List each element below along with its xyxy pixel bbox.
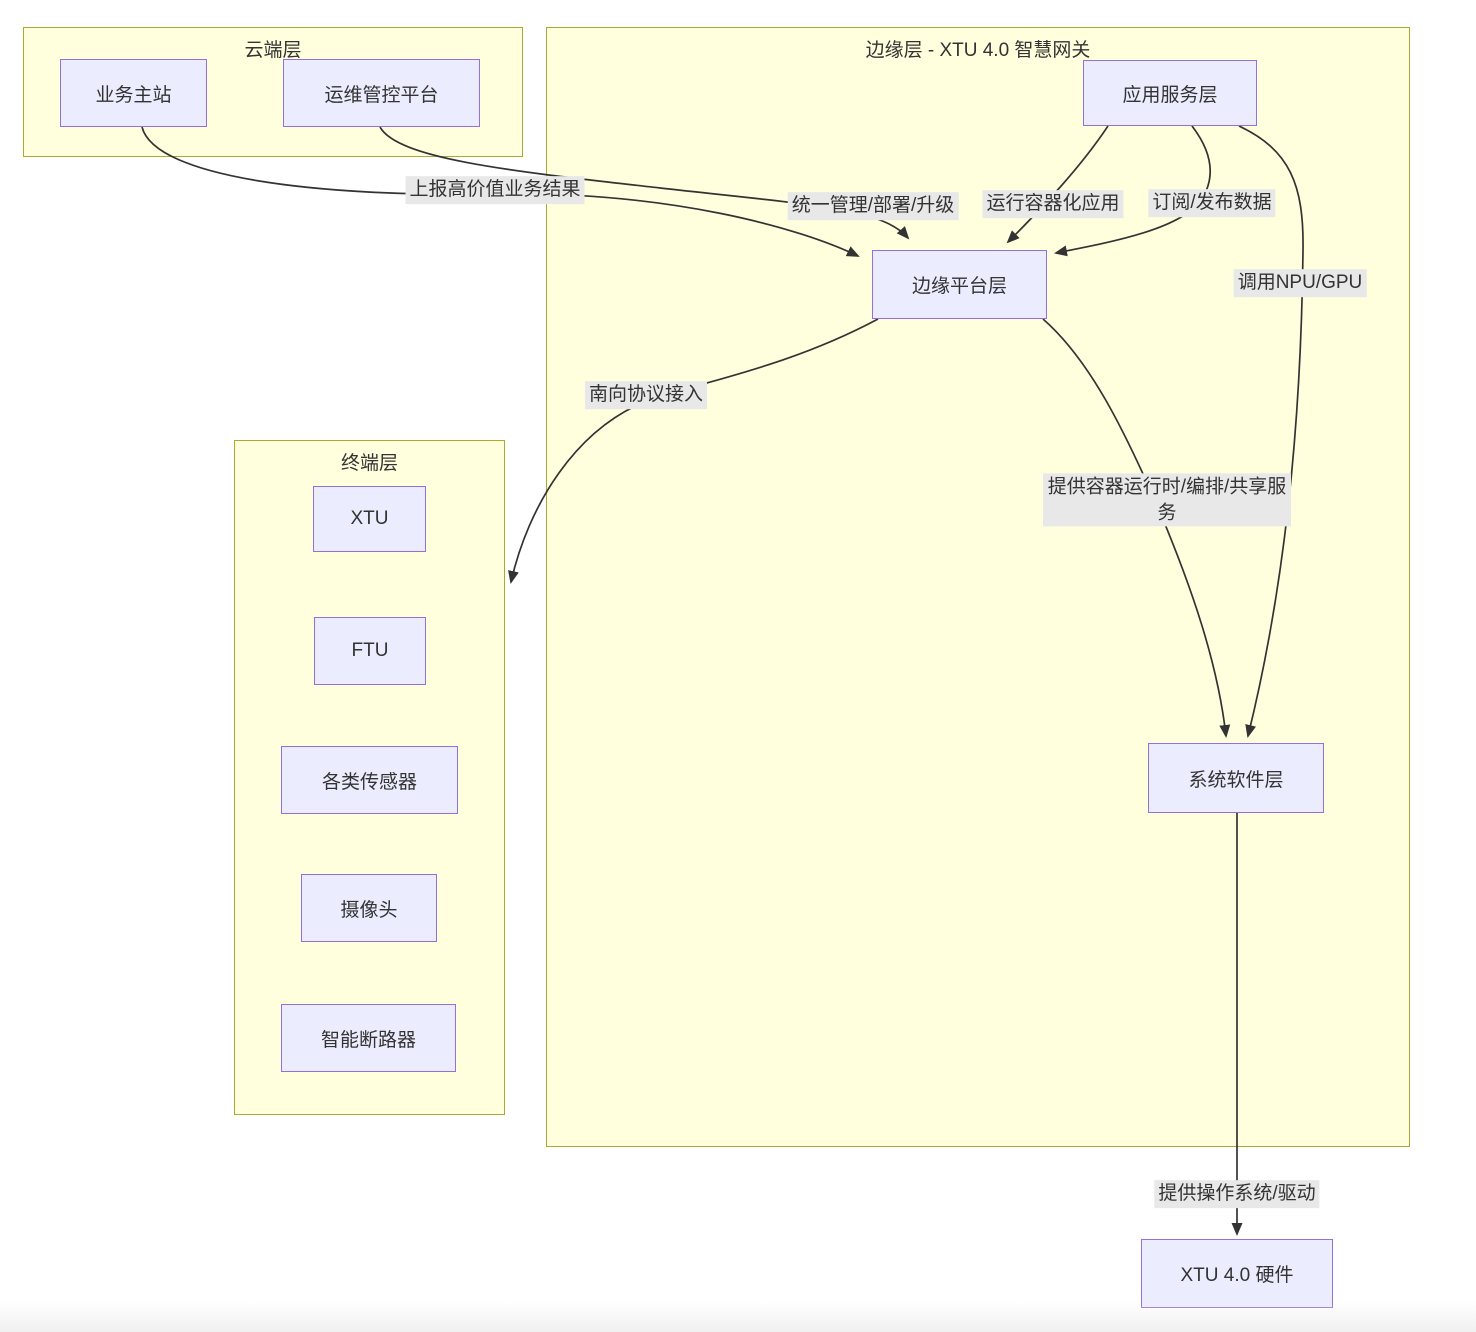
edge-label-os-drivers: 提供操作系统/驱动: [1154, 1180, 1320, 1208]
node-app-service: 应用服务层: [1083, 60, 1257, 126]
node-system-software: 系统软件层: [1148, 743, 1324, 813]
node-xtu-label: XTU: [350, 508, 389, 529]
node-camera: 摄像头: [301, 874, 437, 942]
node-smart-breaker: 智能断路器: [281, 1004, 456, 1072]
cluster-edge-layer-title: 边缘层 - XTU 4.0 智慧网关: [865, 40, 1091, 61]
edge-label-call-npu-gpu: 调用NPU/GPU: [1233, 269, 1367, 297]
node-system-software-label: 系统软件层: [1188, 769, 1284, 791]
edge-label-pub-sub: 订阅/发布数据: [1148, 189, 1276, 217]
edge-label-report-results: 上报高价值业务结果: [405, 176, 585, 204]
edge-line-container-runtime: [1042, 318, 1231, 738]
node-sensors-label: 各类传感器: [321, 771, 417, 793]
node-ops-platform-label: 运维管控平台: [324, 84, 439, 106]
node-smart-breaker-label: 智能断路器: [320, 1029, 416, 1051]
node-edge-platform: 边缘平台层: [872, 250, 1047, 319]
node-edge-platform-label: 边缘平台层: [911, 276, 1007, 297]
edge-line-run-containers: [1006, 125, 1109, 244]
node-ftu-label: FTU: [351, 640, 389, 661]
node-sensors: 各类传感器: [281, 746, 458, 814]
node-camera-label: 摄像头: [340, 899, 398, 921]
edge-label-run-containers: 运行容器化应用: [982, 190, 1124, 218]
edge-line-southbound: [508, 318, 879, 584]
node-business-master: 业务主站: [60, 59, 207, 127]
node-xtu-hardware: XTU 4.0 硬件: [1141, 1239, 1333, 1308]
edge-label-container-runtime: 提供容器运行时/编排/共享服务: [1043, 473, 1291, 527]
node-ops-platform: 运维管控平台: [283, 59, 480, 127]
node-app-service-label: 应用服务层: [1122, 84, 1218, 106]
node-xtu-hardware-label: XTU 4.0 硬件: [1180, 1265, 1294, 1286]
bottom-fade: [0, 1302, 1476, 1332]
node-business-master-label: 业务主站: [95, 84, 172, 106]
cluster-terminal-title: 终端层: [340, 453, 398, 474]
node-ftu: FTU: [314, 617, 426, 685]
node-xtu: XTU: [313, 486, 426, 552]
edge-line-call-npu-gpu: [1238, 125, 1304, 738]
edge-label-manage-deploy: 统一管理/部署/升级: [787, 192, 959, 220]
edge-label-southbound: 南向协议接入: [584, 381, 708, 409]
cluster-cloud-title: 云端层: [244, 40, 302, 61]
